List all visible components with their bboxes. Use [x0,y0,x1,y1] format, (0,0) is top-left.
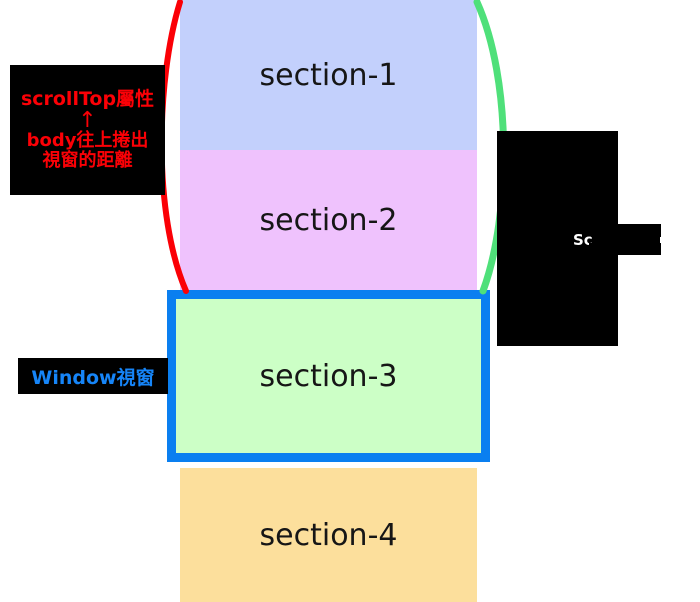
section-1-block: section-1 [180,0,477,150]
section-2-block: section-2 [180,150,477,290]
scroll-height-occluder-bottom [589,243,661,255]
section-4-label: section-4 [259,517,398,553]
scroll-height-occluder-top [591,224,661,237]
section-3-label: section-3 [259,358,398,394]
up-arrow-icon: ↑ [78,107,97,133]
scroll-top-title: scrollTop屬性 [20,87,155,110]
window-label: Window視窗 [31,366,155,389]
scroll-top-desc-line-2: 視窗的距離 [42,150,133,172]
scroll-top-desc-line-1: body往上捲出 [26,130,149,152]
window-viewport-frame: section-3 [167,290,490,462]
section-4-block: section-4 [180,468,477,602]
scroll-height-label: Sc [573,231,593,249]
section-2-label: section-2 [259,202,398,238]
scroll-top-annotation-box: scrollTop屬性 ↑ body往上捲出 視窗的距離 [10,65,165,195]
section-3-block: section-3 [176,299,481,453]
window-annotation-box: Window視窗 [18,358,168,394]
section-1-label: section-1 [259,57,398,93]
